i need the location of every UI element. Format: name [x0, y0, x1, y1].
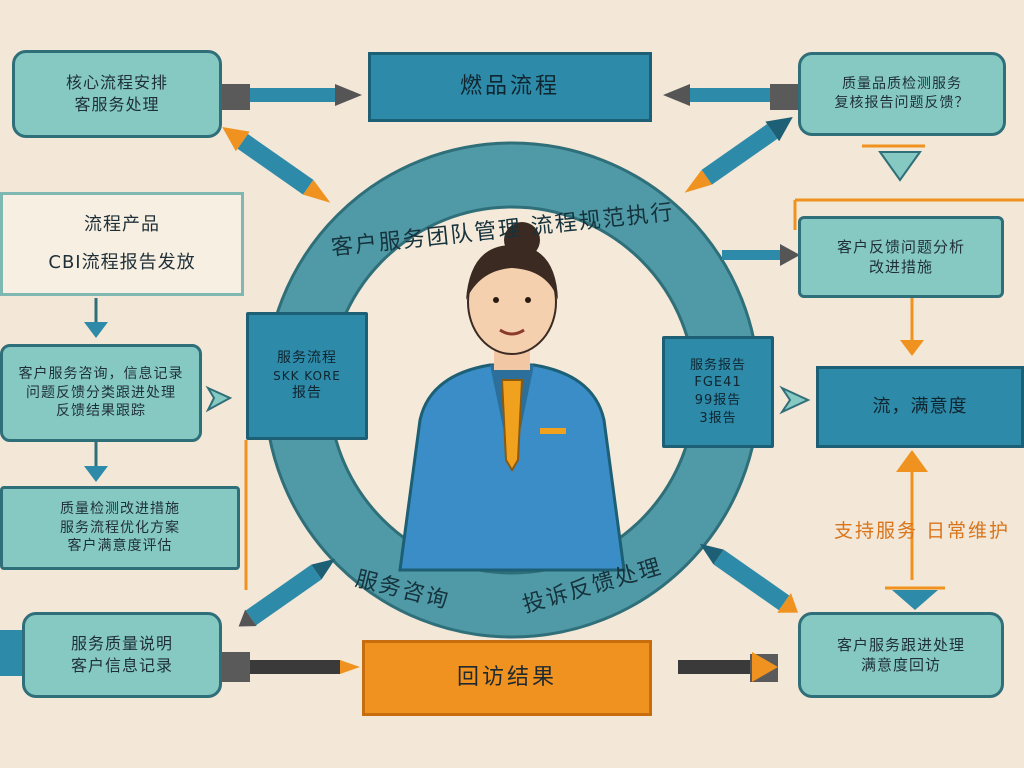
- arrow-bottom-left-to-center: [222, 652, 360, 682]
- right-upper-line-1: 客户反馈问题分析: [836, 237, 965, 256]
- top-right-line-2: 复核报告问题反馈？: [834, 95, 970, 111]
- bottom-left-box: 服务质量说明 客户信息记录: [22, 612, 222, 698]
- bottom-right-line-1: 客户服务跟进处理: [836, 635, 965, 654]
- bottom-right-line-2: 满意度回访: [860, 656, 941, 674]
- arrow-right-upper-down: [900, 298, 924, 356]
- ring-right-line-4: 3报告: [699, 410, 737, 426]
- top-left-box: 核心流程安排 客服务处理: [12, 50, 222, 138]
- left-mid-line-2: 问题反馈分类跟进处理: [26, 384, 176, 401]
- pencil-arrow-top-right: [684, 117, 793, 193]
- top-right-box: 质量品质检测服务 复核报告问题反馈？: [798, 52, 1006, 136]
- pencil-arrow-bottom-left: [238, 558, 336, 627]
- bottom-left-line-2: 客户信息记录: [70, 656, 173, 675]
- top-left-line-2: 客服务处理: [74, 95, 160, 114]
- ring-left-line-1: 服务流程: [277, 350, 337, 367]
- ring-right-line-3: 99报告: [694, 393, 742, 408]
- top-right-line-1: 质量品质检测服务: [842, 76, 962, 93]
- right-upper-box: 客户反馈问题分析 改进措施: [798, 216, 1004, 298]
- arrow-out-right-panel: [779, 385, 811, 415]
- left-lower-line-3: 客户满意度评估: [67, 538, 173, 555]
- arrow-right-bottom-down: [885, 586, 945, 610]
- left-lower-box: 质量检测改进措施 服务流程优化方案 客户满意度评估: [0, 486, 240, 570]
- title-text: 燃品流程: [459, 74, 560, 100]
- left-cream-line-2: CBI流程报告发放: [48, 252, 196, 273]
- bottom-left-line-1: 服务质量说明: [70, 634, 173, 654]
- pencil-arrow-top-left: [222, 127, 331, 203]
- arrow-left-down-1: [84, 298, 108, 338]
- left-lower-line-2: 服务流程优化方案: [60, 519, 180, 536]
- arrow-center-to-bottom-right: [678, 652, 778, 682]
- bottom-center-text: 回访结果: [456, 665, 557, 691]
- right-mid-text: 流，满意度: [872, 395, 968, 417]
- bottom-center-box: 回访结果: [362, 640, 652, 716]
- ring-left-line-2: SKK KORE: [273, 368, 341, 383]
- ring-right-line-1: 服务报告: [689, 357, 746, 373]
- left-mid-box: 客户服务咨询，信息记录 问题反馈分类跟进处理 反馈结果跟踪: [0, 344, 202, 442]
- right-upper-line-2: 改进措施: [868, 258, 933, 276]
- right-side-label: 支持服务 日常维护: [834, 520, 1011, 542]
- arrow-into-left-panel: [205, 385, 233, 413]
- ring-right-line-2: FGE41: [694, 375, 742, 391]
- bottom-left-tab: [0, 630, 22, 676]
- pencil-arrow-bottom-right: [699, 543, 799, 613]
- ring-left-line-3: 报告: [292, 385, 322, 402]
- title-box: 燃品流程: [368, 52, 652, 122]
- left-cream-box: 流程产品 CBI流程报告发放: [0, 192, 244, 296]
- arrow-right-up: [896, 450, 928, 580]
- ring-right-panel: 服务报告 FGE41 99报告 3报告: [662, 336, 774, 448]
- top-left-line-1: 核心流程安排: [65, 73, 168, 93]
- ring-left-panel: 服务流程 SKK KORE 报告: [246, 312, 368, 440]
- left-cream-line-1: 流程产品: [84, 213, 160, 235]
- arrow-top-right-to-title: [663, 84, 798, 110]
- arrow-top-right-down: [862, 144, 925, 182]
- bottom-right-box: 客户服务跟进处理 满意度回访: [798, 612, 1004, 698]
- arrow-top-left-to-title: [222, 84, 362, 110]
- left-mid-line-1: 客户服务咨询，信息记录: [18, 365, 184, 382]
- right-mid-box: 流，满意度: [816, 366, 1024, 448]
- left-mid-line-3: 反馈结果跟踪: [56, 403, 146, 420]
- arrow-right-upper-into-ring: [722, 244, 800, 266]
- arrow-left-down-2: [84, 442, 108, 482]
- person-illustration: [398, 222, 626, 572]
- left-lower-line-1: 质量检测改进措施: [60, 500, 180, 517]
